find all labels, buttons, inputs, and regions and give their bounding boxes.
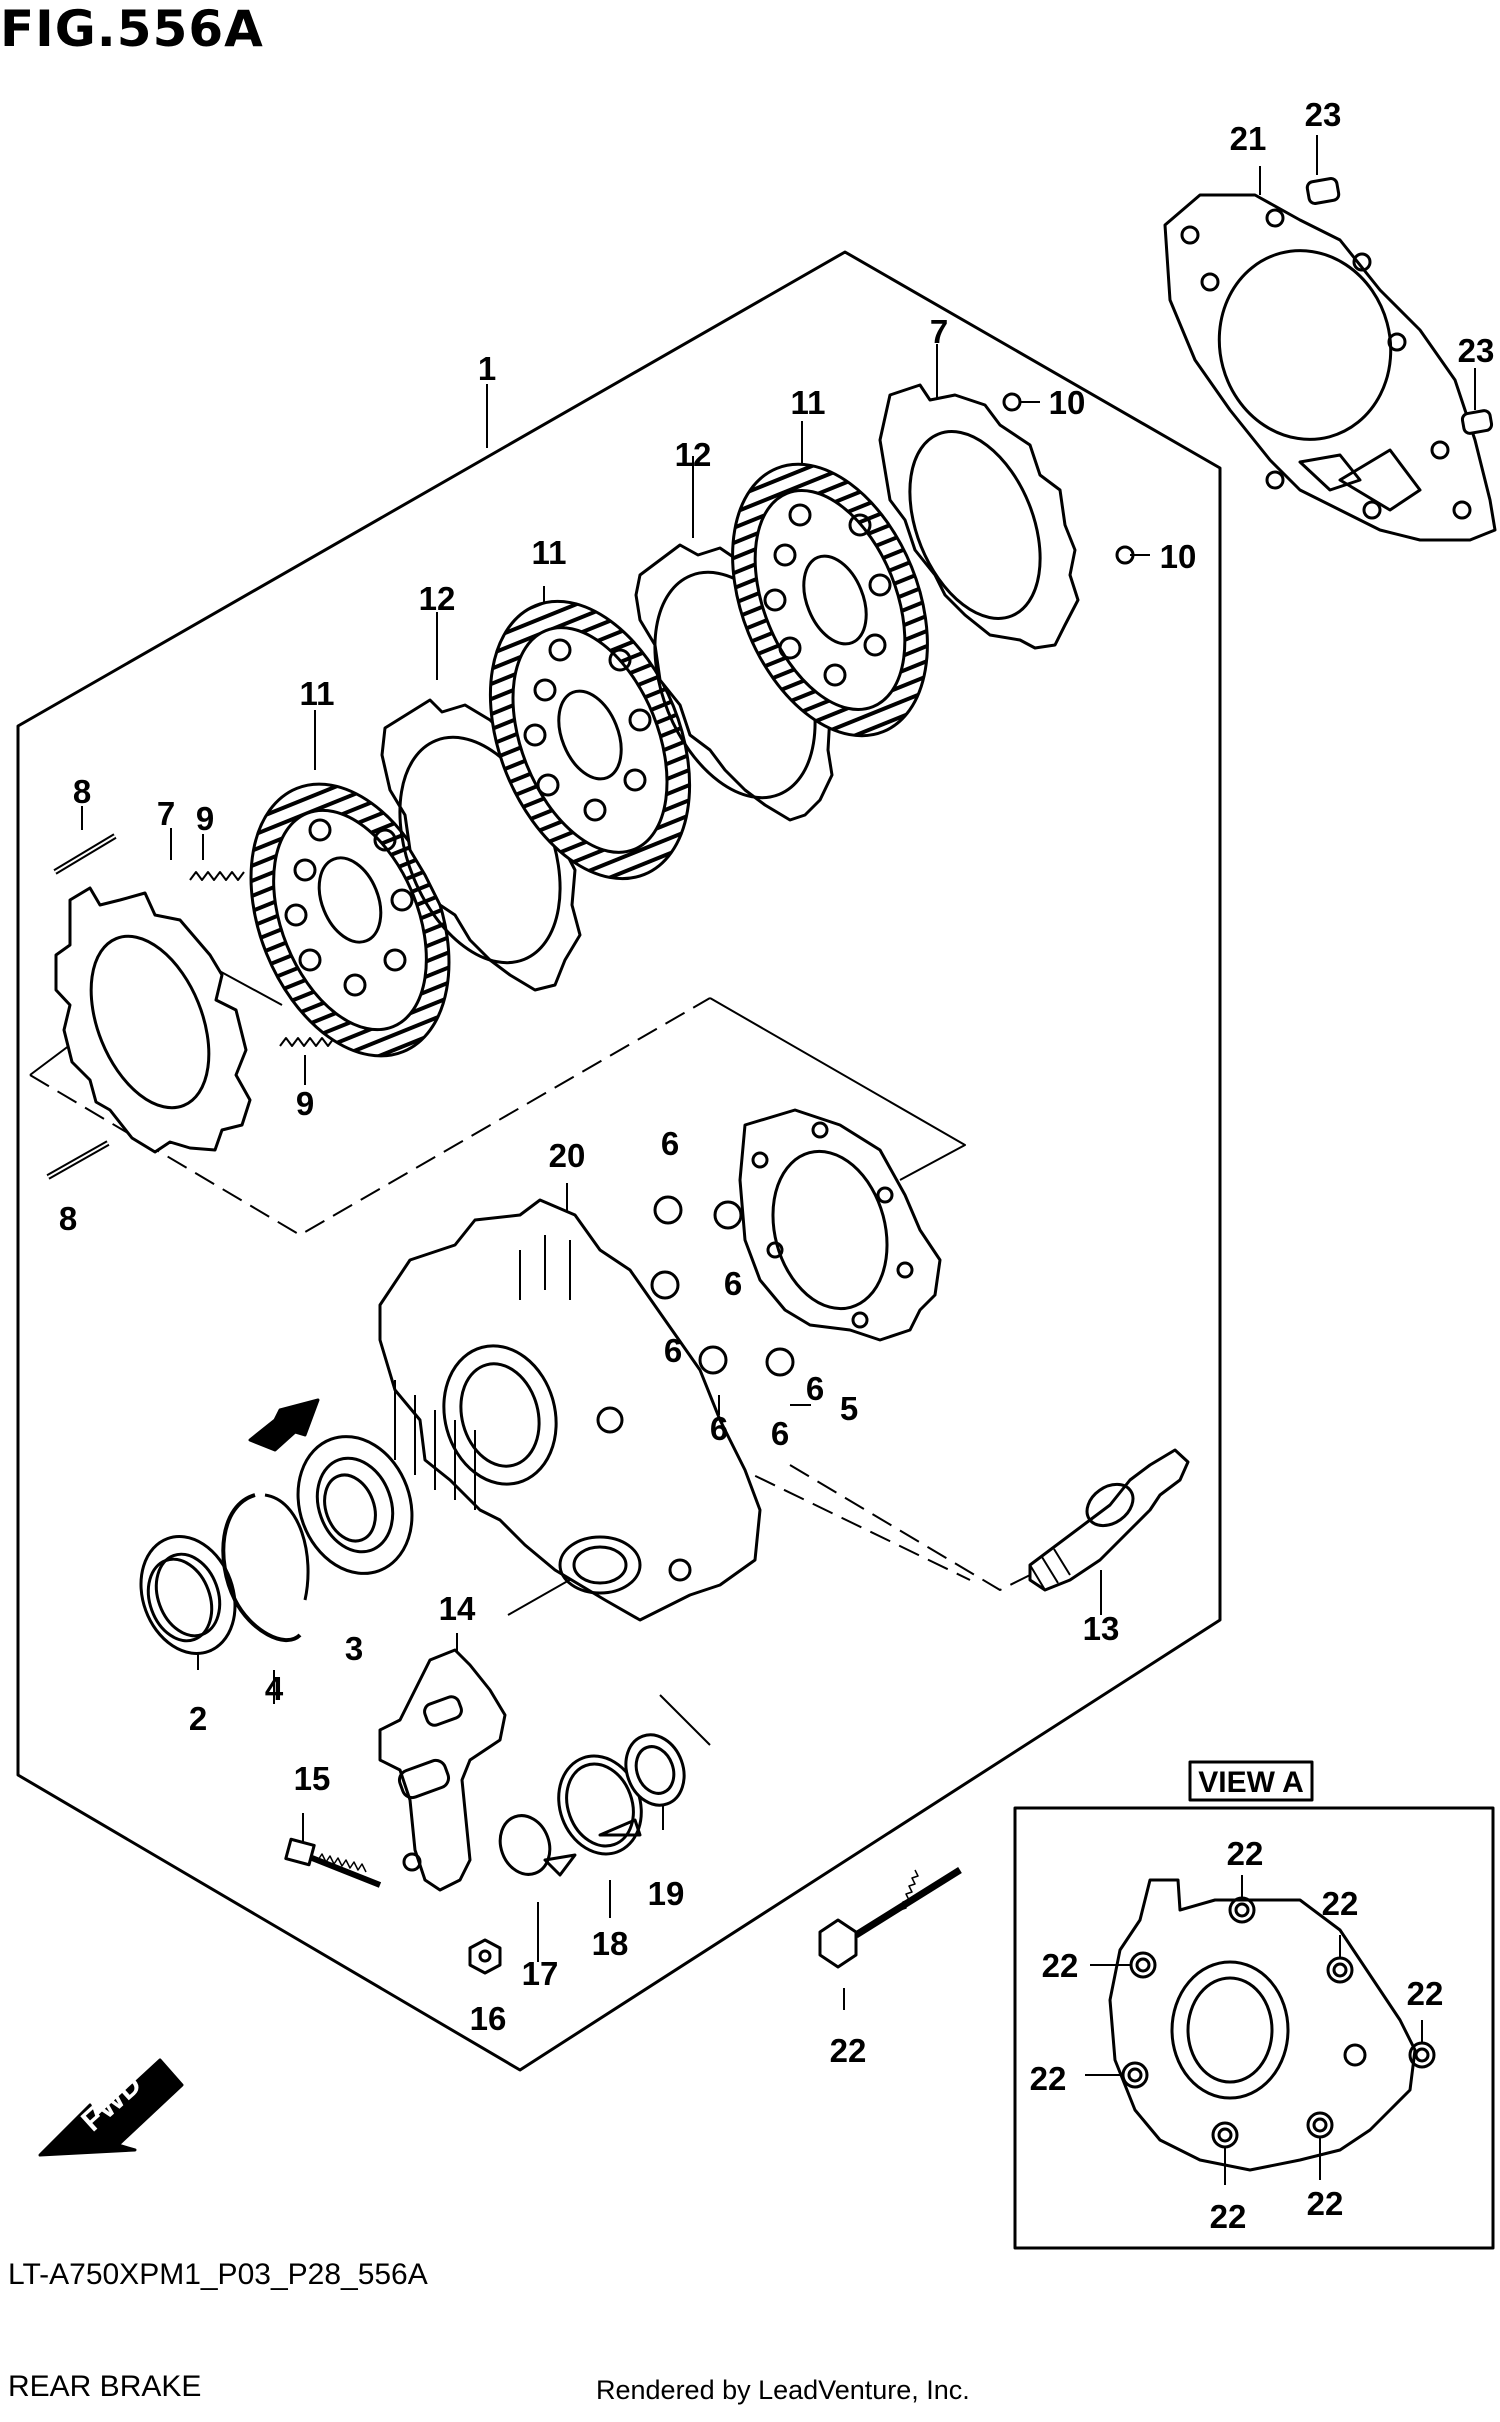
callout-9-b: 9 bbox=[296, 1085, 314, 1122]
housing-20 bbox=[378, 1198, 762, 1622]
callout-20: 20 bbox=[549, 1137, 586, 1174]
callout-10-b: 10 bbox=[1160, 538, 1197, 575]
view-a-label-box bbox=[1188, 1760, 1314, 1802]
gasket-21 bbox=[1163, 193, 1497, 542]
callout-7-a: 7 bbox=[157, 795, 175, 832]
ball-6-e bbox=[698, 1345, 728, 1375]
seal-19 bbox=[624, 1733, 686, 1807]
washer-10-upper bbox=[1002, 392, 1022, 412]
washer-10-lower bbox=[1115, 545, 1135, 565]
callout-15: 15 bbox=[294, 1760, 331, 1797]
view-a-box bbox=[1013, 1806, 1495, 2250]
callout-22-b: 22 bbox=[1227, 1835, 1264, 1872]
callout-23-b: 23 bbox=[1458, 332, 1495, 369]
callout-1: 1 bbox=[478, 350, 496, 387]
callout-17: 17 bbox=[522, 1955, 559, 1992]
dowel-23-lower bbox=[1460, 409, 1494, 435]
dowel-23-upper bbox=[1305, 177, 1341, 205]
disc-11-left bbox=[249, 782, 451, 1058]
callout-labels: 1 2 3 4 5 6 6 6 6 6 6 7 7 8 8 9 9 10 10 … bbox=[59, 96, 1495, 2235]
callout-22-e: 22 bbox=[1407, 1975, 1444, 2012]
view-a-label: VIEW A bbox=[1198, 1766, 1304, 1799]
callout-22-c: 22 bbox=[1322, 1885, 1359, 1922]
bolt-15 bbox=[284, 1837, 382, 1888]
cam-plate-5 bbox=[738, 1108, 942, 1342]
ball-6-f bbox=[765, 1347, 795, 1377]
callout-14: 14 bbox=[439, 1590, 476, 1627]
callout-16: 16 bbox=[470, 2000, 507, 2037]
callout-22-f: 22 bbox=[1030, 2060, 1067, 2097]
callout-13: 13 bbox=[1083, 1610, 1120, 1647]
view-a-leaders bbox=[1085, 1875, 1423, 2185]
callout-5: 5 bbox=[840, 1390, 858, 1427]
circlip-4 bbox=[221, 1493, 310, 1642]
callout-8-b: 8 bbox=[59, 1200, 77, 1237]
callout-12-a: 12 bbox=[419, 580, 456, 617]
callout-6-a: 6 bbox=[661, 1125, 679, 1162]
spring-9-lower bbox=[279, 1037, 335, 1047]
callout-6-f: 6 bbox=[771, 1415, 789, 1452]
callout-3: 3 bbox=[345, 1630, 363, 1667]
bearing-3 bbox=[296, 1435, 414, 1575]
callout-6-c: 6 bbox=[664, 1332, 682, 1369]
callout-11-c: 11 bbox=[791, 384, 826, 421]
callout-22-g: 22 bbox=[1210, 2198, 1247, 2235]
callout-21: 21 bbox=[1230, 120, 1267, 157]
figure-code: LT-A750XPM1_P03_P28_556A bbox=[8, 2258, 428, 2291]
callout-11-a: 11 bbox=[300, 675, 335, 712]
ball-6-a bbox=[653, 1195, 683, 1225]
callout-11-b: 11 bbox=[532, 534, 567, 571]
spring-9-upper bbox=[189, 871, 245, 881]
callout-9-a: 9 bbox=[196, 800, 214, 837]
callout-6-b: 6 bbox=[724, 1265, 742, 1302]
lock-washer-17 bbox=[498, 1814, 577, 1877]
render-credit: Rendered by LeadVenture, Inc. bbox=[596, 2375, 970, 2405]
view-a-cover bbox=[1108, 1878, 1436, 2172]
pin-8-upper bbox=[53, 833, 117, 875]
callout-8-a: 8 bbox=[73, 773, 91, 810]
oil-seal-2 bbox=[139, 1535, 237, 1655]
callout-12-b: 12 bbox=[675, 436, 712, 473]
callout-4: 4 bbox=[265, 1670, 284, 1707]
figure-title: FIG.556A bbox=[0, 0, 264, 58]
callout-23-a: 23 bbox=[1305, 96, 1342, 133]
ball-6-c bbox=[650, 1270, 680, 1300]
bracket-14 bbox=[378, 1648, 507, 1892]
callout-6-d: 6 bbox=[806, 1370, 824, 1407]
figure-name: REAR BRAKE bbox=[8, 2370, 202, 2403]
ball-6-b bbox=[713, 1200, 743, 1230]
plate-7-left bbox=[54, 886, 252, 1154]
callout-18: 18 bbox=[592, 1925, 629, 1962]
callout-6-e: 6 bbox=[710, 1410, 728, 1447]
callout-22-d: 22 bbox=[1042, 1947, 1079, 1984]
pin-8-lower bbox=[46, 1140, 110, 1180]
bolt-22 bbox=[818, 1867, 962, 1969]
exploded-guide bbox=[29, 997, 711, 1236]
disc-11-right bbox=[731, 462, 929, 738]
callout-22-h: 22 bbox=[1307, 2185, 1344, 2222]
callout-2: 2 bbox=[189, 1700, 207, 1737]
direction-arrow bbox=[248, 1398, 320, 1452]
fwd-arrow bbox=[38, 2058, 184, 2157]
assembly-boundary bbox=[16, 250, 1222, 2072]
callout-10-a: 10 bbox=[1049, 384, 1086, 421]
shaft-13 bbox=[1028, 1448, 1190, 1592]
nut-16 bbox=[468, 1938, 502, 1975]
callout-19: 19 bbox=[648, 1875, 685, 1912]
plate-7-right bbox=[878, 383, 1080, 650]
disc-11-middle bbox=[488, 599, 692, 881]
callout-22-a: 22 bbox=[830, 2032, 867, 2069]
callout-7-b: 7 bbox=[930, 313, 948, 350]
